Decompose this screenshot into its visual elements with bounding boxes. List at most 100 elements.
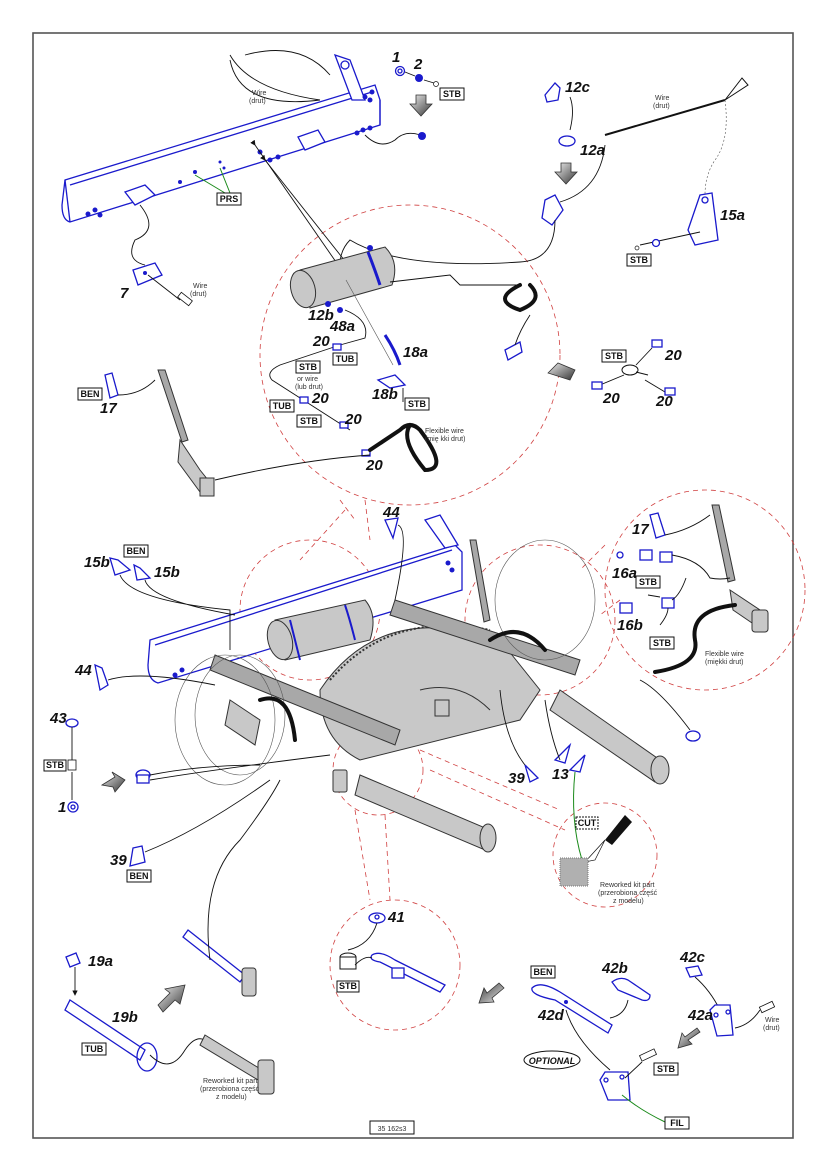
wire-rod	[604, 99, 726, 136]
material-tag-stb: STB	[653, 1062, 679, 1076]
union-fitting	[591, 381, 603, 390]
part-number-41: 41	[387, 909, 405, 926]
clip-part-12c	[544, 82, 561, 103]
tube-part-19b	[64, 999, 158, 1072]
part-number-20: 20	[664, 347, 682, 364]
detail-connector	[354, 809, 391, 901]
pad-part-42c	[685, 965, 703, 978]
pedal-assembled	[370, 952, 446, 993]
detail-circle-tank	[259, 204, 561, 506]
union-fitting	[664, 387, 676, 396]
svg-text:STB: STB	[408, 399, 427, 409]
material-tag-stb: STB	[404, 397, 430, 411]
bracket-part-44	[94, 663, 109, 692]
svg-text:STB: STB	[339, 981, 358, 991]
flexible-hose	[503, 283, 538, 313]
plate-part-7	[132, 262, 163, 286]
part-number-20: 20	[311, 390, 329, 407]
frame-beam-top	[61, 53, 381, 223]
flexible-hose	[368, 423, 439, 473]
assembly-arrow	[157, 984, 186, 1013]
assembly-arrow	[100, 771, 126, 793]
clip-part-18b	[376, 374, 407, 389]
part-number-15a: 15a	[720, 207, 745, 224]
material-tag-tub: TUB	[332, 352, 358, 366]
assembly-arrow-down	[409, 94, 433, 117]
bracket-part-19a	[65, 952, 81, 968]
wedge-part-13	[553, 742, 586, 773]
material-tag-stb: STB	[336, 980, 360, 993]
pedal-bracket-assembled	[599, 1071, 631, 1101]
note-wire-pl: (drut)	[190, 291, 207, 298]
part-number-20: 20	[344, 411, 362, 428]
svg-text:FIL: FIL	[670, 1118, 684, 1128]
part-number-16b: 16b	[617, 617, 643, 634]
bracket-part-15b	[109, 557, 152, 581]
note-or-wire-pl: (lub drut)	[295, 384, 323, 391]
tee-fitting-stb	[621, 364, 649, 376]
lever-cover-part-17	[649, 512, 666, 539]
material-tag-tub: TUB	[269, 399, 295, 413]
note-flexible-wire-pl: (mię kki drut)	[425, 436, 465, 443]
cap-part-12a	[558, 135, 576, 147]
part-number-43: 43	[49, 710, 67, 727]
lever-cover-part-17	[104, 372, 119, 399]
note-wire: Wire	[655, 95, 669, 102]
flexible-hose	[653, 603, 737, 674]
gear-lever-model	[157, 369, 215, 497]
part-number-42a: 42a	[687, 1007, 713, 1024]
assembly-arrow	[547, 362, 576, 381]
clamp-part-16a	[639, 549, 673, 563]
part-number-17: 17	[100, 400, 117, 417]
tee-fitting	[504, 341, 523, 361]
detail-connector	[299, 499, 371, 561]
bracket-part-42a	[709, 1004, 734, 1037]
svg-text:STB: STB	[639, 577, 658, 587]
spacer-stb	[67, 759, 77, 771]
hitch-model	[332, 769, 348, 793]
air-tank	[289, 245, 396, 309]
part-number-20: 20	[365, 457, 383, 474]
svg-text:TUB: TUB	[85, 1044, 104, 1054]
svg-text:TUB: TUB	[273, 401, 292, 411]
part-number-18a: 18a	[403, 344, 428, 361]
cap-part-41	[368, 912, 386, 924]
material-tag-ben: BEN	[530, 965, 556, 979]
union-fitting	[339, 421, 349, 429]
material-tag-tub: TUB	[81, 1042, 107, 1056]
spacer-stb	[339, 952, 357, 970]
svg-text:STB: STB	[657, 1064, 676, 1074]
part-number-42b: 42b	[601, 960, 628, 977]
reworked-part-model	[559, 857, 589, 887]
union-fitting	[361, 449, 371, 457]
wedge-part-39	[524, 764, 540, 783]
part-number-18b: 18b	[372, 386, 398, 403]
material-tag-ben: BEN	[77, 387, 103, 401]
union-fitting	[299, 396, 309, 404]
note-wire: Wire	[765, 1017, 779, 1024]
note-wire-pl: (drut)	[653, 103, 670, 110]
wheel-outline-left	[174, 654, 286, 786]
part-number-42d: 42d	[537, 1007, 565, 1024]
part-number-12c: 12c	[565, 79, 591, 96]
assembly-arrow-down	[554, 162, 578, 185]
part-number-12a: 12a	[580, 142, 605, 159]
note-wire-pl: (drut)	[249, 98, 266, 105]
material-tag-stb: STB	[295, 360, 321, 374]
axle-right-model	[549, 689, 670, 785]
part-number-1: 1	[392, 49, 400, 66]
material-tag-fil: FIL	[664, 1116, 690, 1130]
part-number-15b: 15b	[84, 554, 110, 571]
note-flexible-wire: Flexible wire	[425, 428, 464, 435]
cap-part-43	[65, 718, 79, 728]
note-reworked-part-pl: z modelu)	[216, 1094, 247, 1101]
note-flexible-wire-pl: (miękki drut)	[705, 659, 744, 666]
part-number-15b: 15b	[154, 564, 180, 581]
part-number-20: 20	[602, 390, 620, 407]
detail-circle-lever-ref	[464, 544, 616, 696]
note-reworked-part: Reworked kit part	[600, 882, 655, 889]
material-tag-prs: PRS	[216, 192, 242, 206]
part-number-39: 39	[508, 770, 525, 787]
